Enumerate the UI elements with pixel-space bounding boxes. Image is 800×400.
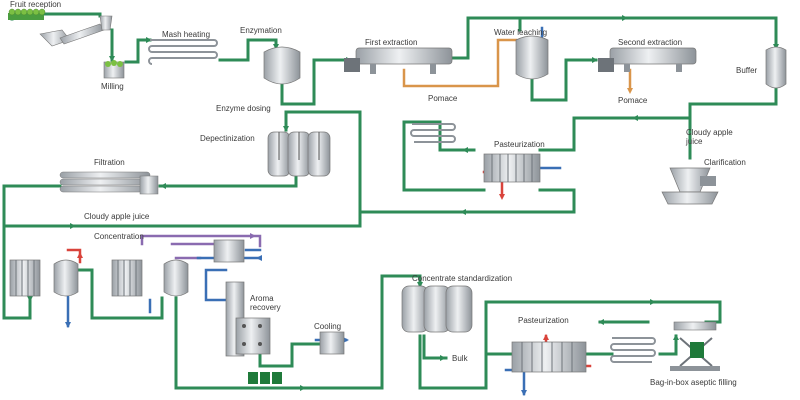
pomace-arrow — [627, 88, 633, 94]
label-aroma-recovery: Aroma recovery — [250, 294, 281, 312]
label-cloudy-apple-juice-right: Cloudy apple juice — [686, 128, 733, 146]
label-pasteurization-2: Pasteurization — [518, 316, 569, 325]
label-mash-heating: Mash heating — [162, 30, 211, 39]
label-milling: Milling — [101, 82, 124, 91]
label-enzymation: Enzymation — [240, 26, 282, 35]
label-clarification: Clarification — [704, 158, 746, 167]
label-enzyme-dosing: Enzyme dosing — [216, 104, 271, 113]
service-arrows — [65, 194, 549, 396]
label-second-extraction: Second extraction — [618, 38, 683, 47]
main-flow-pipes — [2, 12, 778, 390]
bag-in-box-filler — [670, 321, 720, 371]
milling-equipment — [103, 60, 125, 79]
label-bulk: Bulk — [452, 354, 468, 363]
label-water-leaching: Water leaching — [494, 28, 548, 37]
label-fruit-reception: Fruit reception — [10, 0, 62, 9]
filtration-unit — [59, 171, 159, 195]
label-bag-in-box: Bag-in-box aseptic filling — [650, 378, 737, 387]
water-leaching-tank — [515, 35, 549, 80]
label-concentrate-standardization: Concentrate standardization — [412, 274, 513, 283]
mash-heating-coil — [148, 39, 218, 65]
pasteurization-2-equipment — [511, 337, 656, 373]
depectinization-tanks — [267, 131, 331, 177]
enzymation-tank — [263, 46, 301, 85]
label-buffer: Buffer — [736, 66, 758, 75]
pasteurization-1-equipment — [410, 123, 541, 183]
concentration-equipment — [9, 239, 245, 297]
cooling-exchanger — [319, 331, 345, 355]
label-pomace-1: Pomace — [428, 94, 458, 103]
first-extraction-decanter — [344, 47, 453, 74]
label-first-extraction: First extraction — [365, 38, 418, 47]
buffer-tank — [765, 46, 787, 89]
second-extraction-decanter — [598, 47, 697, 72]
label-concentration: Concentration — [94, 232, 144, 241]
standardization-tanks — [401, 285, 473, 333]
label-pasteurization-1: Pasteurization — [494, 140, 545, 149]
label-cooling: Cooling — [314, 322, 342, 331]
label-depectinization: Depectinization — [200, 134, 255, 143]
fruit-reception-equipment — [8, 8, 113, 47]
label-pomace-2: Pomace — [618, 96, 648, 105]
flow-arrows — [27, 15, 779, 391]
clarification-separator — [661, 167, 719, 205]
aroma-recovery-equipment — [225, 281, 282, 384]
label-filtration: Filtration — [94, 158, 125, 167]
label-cloudy-apple-juice-left: Cloudy apple juice — [84, 212, 150, 221]
pomace-pipes — [402, 38, 632, 92]
